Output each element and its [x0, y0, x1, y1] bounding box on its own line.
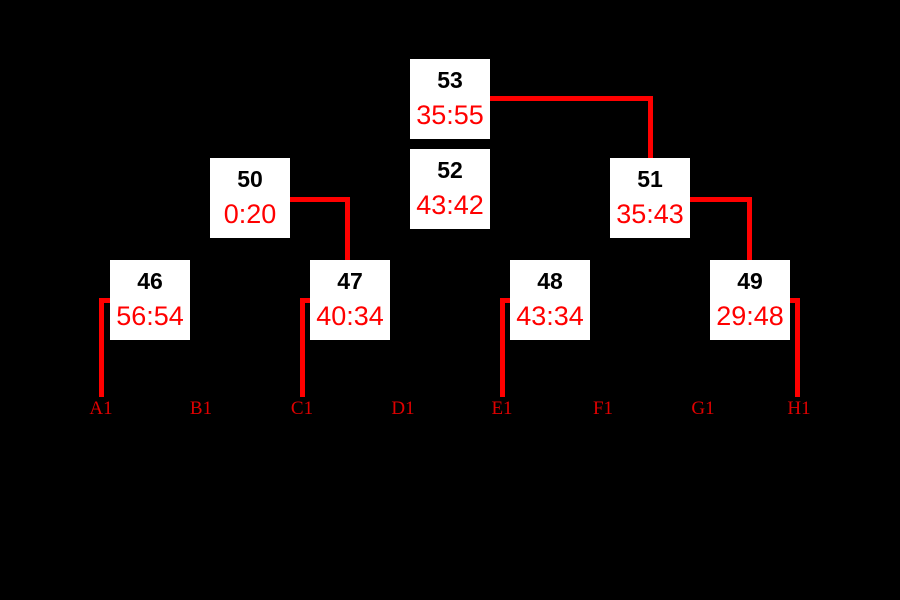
- match-number: 49: [737, 268, 763, 294]
- slot-label-g1: G1: [691, 398, 715, 419]
- match-box-48[interactable]: 48 43:34: [510, 260, 590, 340]
- connector-47-from-c1-vertical: [300, 298, 305, 397]
- slot-label-b1: B1: [189, 398, 213, 419]
- connector-53-from-51-horizontal: [490, 96, 653, 101]
- match-time: 35:55: [416, 100, 484, 130]
- match-number: 47: [337, 268, 363, 294]
- connector-49-from-h1-vertical: [795, 298, 800, 397]
- match-number: 51: [637, 166, 663, 192]
- slot-label-f1: F1: [592, 398, 614, 419]
- match-number: 53: [437, 67, 463, 93]
- connector-49-from-h1-horizontal: [788, 298, 800, 303]
- match-time: 43:42: [416, 190, 484, 220]
- slot-label-c1: C1: [290, 398, 314, 419]
- connector-48-from-e1-horizontal: [500, 298, 511, 303]
- connector-51-from-49-vertical: [747, 197, 752, 260]
- match-box-49[interactable]: 49 29:48: [710, 260, 790, 340]
- match-time: 35:43: [616, 199, 684, 229]
- slot-label-d1: D1: [391, 398, 415, 419]
- match-box-52[interactable]: 52 43:42: [410, 149, 490, 229]
- match-box-53[interactable]: 53 35:55: [410, 59, 490, 139]
- connector-51-from-49-horizontal: [689, 197, 752, 202]
- connector-47-from-c1-horizontal: [300, 298, 311, 303]
- match-time: 29:48: [716, 301, 784, 331]
- match-time: 56:54: [116, 301, 184, 331]
- match-number: 48: [537, 268, 563, 294]
- connector-46-from-a1-vertical: [99, 298, 104, 397]
- slot-label-a1: A1: [89, 398, 113, 419]
- slot-label-h1: H1: [787, 398, 811, 419]
- slot-label-e1: E1: [491, 398, 513, 419]
- connector-46-from-a1-horizontal: [99, 298, 111, 303]
- match-time: 0:20: [223, 199, 277, 229]
- match-number: 50: [237, 166, 263, 192]
- match-number: 52: [437, 157, 463, 183]
- match-box-46[interactable]: 46 56:54: [110, 260, 190, 340]
- match-time: 40:34: [316, 301, 384, 331]
- connector-48-from-e1-vertical: [500, 298, 505, 397]
- match-box-51[interactable]: 51 35:43: [610, 158, 690, 238]
- match-time: 43:34: [516, 301, 584, 331]
- match-box-47[interactable]: 47 40:34: [310, 260, 390, 340]
- connector-50-from-47-vertical: [345, 197, 350, 260]
- connector-53-from-51-vertical: [648, 96, 653, 158]
- connector-50-from-47-horizontal: [289, 197, 350, 202]
- match-box-50[interactable]: 50 0:20: [210, 158, 290, 238]
- match-number: 46: [137, 268, 163, 294]
